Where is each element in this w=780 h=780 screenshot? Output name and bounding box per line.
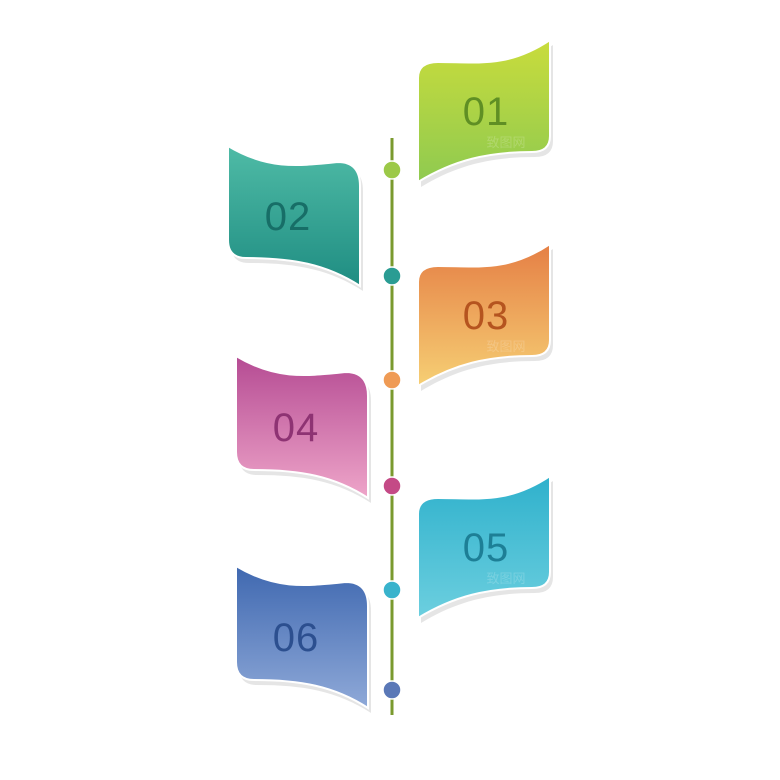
step-leaf-04: 04 — [235, 354, 371, 503]
timeline-dot — [382, 370, 402, 390]
step-number: 01 — [463, 90, 510, 134]
step-number: 06 — [273, 616, 320, 660]
leaf-shape — [227, 144, 361, 288]
leaf-shape — [417, 242, 551, 388]
step-number: 04 — [273, 406, 320, 450]
step-leaf-05: 05 致图网 — [417, 474, 553, 623]
step-leaves: 01 致图网 02 03 致图网 04 05 致图网 06 — [227, 38, 553, 713]
timeline-dot — [382, 580, 402, 600]
watermark: 致图网 — [486, 136, 525, 151]
step-leaf-03: 03 致图网 — [417, 242, 553, 391]
timeline-dot — [382, 160, 402, 180]
step-number: 03 — [463, 294, 510, 338]
leaf-shape — [417, 38, 551, 184]
timeline-dot — [382, 476, 402, 496]
watermark: 致图网 — [486, 340, 525, 355]
leaf-shape — [417, 474, 551, 620]
leaf-shape — [235, 354, 369, 500]
timeline-dot — [382, 680, 402, 700]
step-leaf-01: 01 致图网 — [417, 38, 553, 187]
step-number: 05 — [463, 526, 510, 570]
step-number: 02 — [265, 195, 312, 239]
leaf-shape — [235, 564, 369, 710]
timeline-dot — [382, 266, 402, 286]
timeline-dots — [382, 160, 402, 700]
watermark: 致图网 — [486, 572, 525, 587]
step-leaf-06: 06 — [235, 564, 371, 713]
step-leaf-02: 02 — [227, 144, 363, 291]
